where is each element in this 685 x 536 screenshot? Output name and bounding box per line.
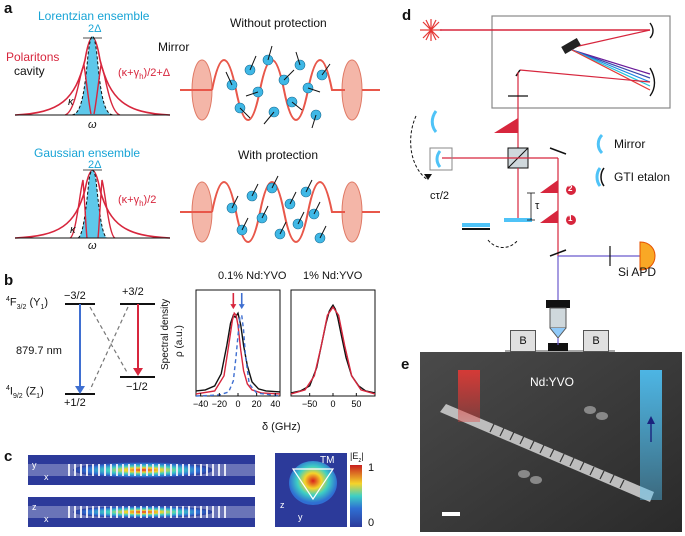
sem-image	[420, 352, 682, 532]
lower-state-label: 4I9/2 (Z1)	[6, 385, 44, 400]
x-tick-label: −50	[302, 399, 317, 409]
b-field-left: B	[510, 330, 536, 352]
cross-section-axis-y: y	[298, 512, 303, 522]
width-top-label: (κ+γh)/2+Δ	[118, 67, 171, 82]
axis-y-label-c: y	[32, 460, 37, 470]
colorbar	[350, 465, 362, 527]
kappa-top-label: κ	[68, 96, 74, 108]
upper-state-label: 4F3/2 (Y1)	[6, 296, 49, 311]
with-protection-label: With protection	[238, 148, 319, 162]
series-line-1	[195, 311, 281, 395]
legend-gti-icon	[595, 167, 605, 187]
mirror-label-a: Mirror	[158, 40, 190, 54]
plot1-title: 0.1% Nd:YVO	[218, 270, 287, 282]
mode-profile-bottom	[28, 497, 255, 527]
apd-detector-icon	[639, 241, 656, 271]
x-tick-label: 40	[270, 399, 280, 409]
plot-frame	[195, 289, 281, 397]
kappa-bottom-label: κ	[70, 224, 76, 236]
gaussian-ensemble-label: Gaussian ensemble	[34, 146, 141, 160]
polariton-gaussian-right	[97, 179, 116, 239]
ylabel-line1: Spectral density	[160, 298, 171, 370]
atoms-protected	[226, 182, 326, 244]
wavelength-label: 879.7 nm	[16, 345, 62, 357]
x-tick-label: 50	[351, 399, 361, 409]
x-tick-label: −20	[212, 399, 227, 409]
omega-top-label: ω	[88, 119, 97, 131]
colorbar-max: 1	[368, 462, 375, 474]
panel-a-top-spectrum	[14, 35, 171, 116]
pulse-1-label: 1	[568, 214, 573, 223]
cavity-label: cavity	[14, 64, 45, 78]
colorbar-min: 0	[368, 517, 375, 529]
objective-body	[546, 300, 570, 308]
m-upper-right: +3/2	[122, 286, 144, 298]
panel-b-label: b	[4, 272, 14, 289]
without-protection-label: Without protection	[230, 16, 327, 30]
optical-setup	[410, 15, 671, 352]
pulse-2-label: 2	[568, 184, 573, 193]
polariton-gaussian-left	[69, 179, 88, 239]
width-bottom-label: (κ+γh)/2	[118, 194, 157, 209]
pulse-2	[540, 180, 558, 193]
panel-d-label: d	[402, 7, 412, 24]
spectrum-plot-1pct: −50 0 50	[290, 289, 376, 409]
ylabel-line2: ρ (a.u.)	[174, 325, 185, 357]
ctau-label: cτ/2	[430, 190, 450, 202]
panel-c-label: c	[4, 448, 13, 465]
tau-label: τ	[535, 200, 540, 212]
cross-section-mode	[275, 453, 347, 527]
laser-starburst-icon	[420, 19, 442, 41]
series-line-1	[290, 305, 376, 395]
spectrum-plot-0.1pct: −40 −20 0 20 40	[193, 289, 281, 409]
polariton-right-peak	[93, 63, 121, 116]
gti-label: GTI etalon	[614, 170, 671, 184]
lorentzian-ensemble-label: Lorentzian ensemble	[38, 9, 150, 23]
x-tick-label: 20	[252, 399, 262, 409]
ensemble-lorentzian-fill	[71, 35, 114, 116]
pulse-top	[494, 118, 518, 133]
spectrometer-box	[491, 15, 671, 109]
cross-section-axis-z: z	[280, 500, 285, 510]
sample-stage	[548, 343, 568, 351]
cavity-with-protection	[180, 175, 380, 244]
pulse-1	[540, 210, 558, 223]
panel-a-label: a	[4, 0, 13, 17]
m-upper-left: −3/2	[64, 290, 86, 302]
x-tick-label: −40	[193, 399, 208, 409]
polaritons-label: Polaritons	[6, 50, 60, 64]
peak-arrow-head	[238, 304, 245, 310]
energy-level-diagram	[65, 303, 155, 395]
mode-tm-label: TM	[320, 455, 335, 466]
axis-x-label-c1: x	[44, 472, 49, 482]
material-label: Nd:YVO	[530, 375, 575, 389]
mode-profile-top	[28, 455, 255, 485]
m-lower-left: +1/2	[64, 397, 86, 409]
moving-mirror-box	[429, 147, 453, 171]
axis-x-label-c2: x	[44, 514, 49, 524]
delta-top-label: 2Δ	[88, 23, 102, 35]
m-lower-right: −1/2	[126, 381, 148, 393]
legend-mirror-icon	[596, 133, 604, 155]
delta-bottom-label: 2Δ	[88, 159, 102, 171]
xlabel: δ (GHz)	[262, 421, 301, 433]
x-tick-label: 0	[330, 399, 335, 409]
b-field-right: B	[583, 330, 609, 352]
colorbar-title: |Ez|	[350, 451, 364, 464]
cavity-without-protection	[180, 45, 380, 129]
x-tick-label: 0	[235, 399, 240, 409]
panel-e-label: e	[401, 356, 410, 373]
omega-bottom-label: ω	[88, 240, 97, 252]
peak-arrow-head	[230, 304, 237, 310]
dispersed-spectrum	[571, 49, 651, 91]
polariton-left-peak	[64, 63, 92, 116]
panel-a-bottom-spectrum	[14, 169, 171, 239]
plot2-title: 1% Nd:YVO	[303, 270, 363, 282]
scale-bar	[442, 512, 460, 516]
axis-z-label-c: z	[32, 502, 37, 512]
series-line-0	[290, 303, 376, 394]
input-beam-red	[458, 370, 480, 422]
mirror-label-d: Mirror	[614, 137, 646, 151]
apd-label: Si APD	[618, 265, 657, 279]
